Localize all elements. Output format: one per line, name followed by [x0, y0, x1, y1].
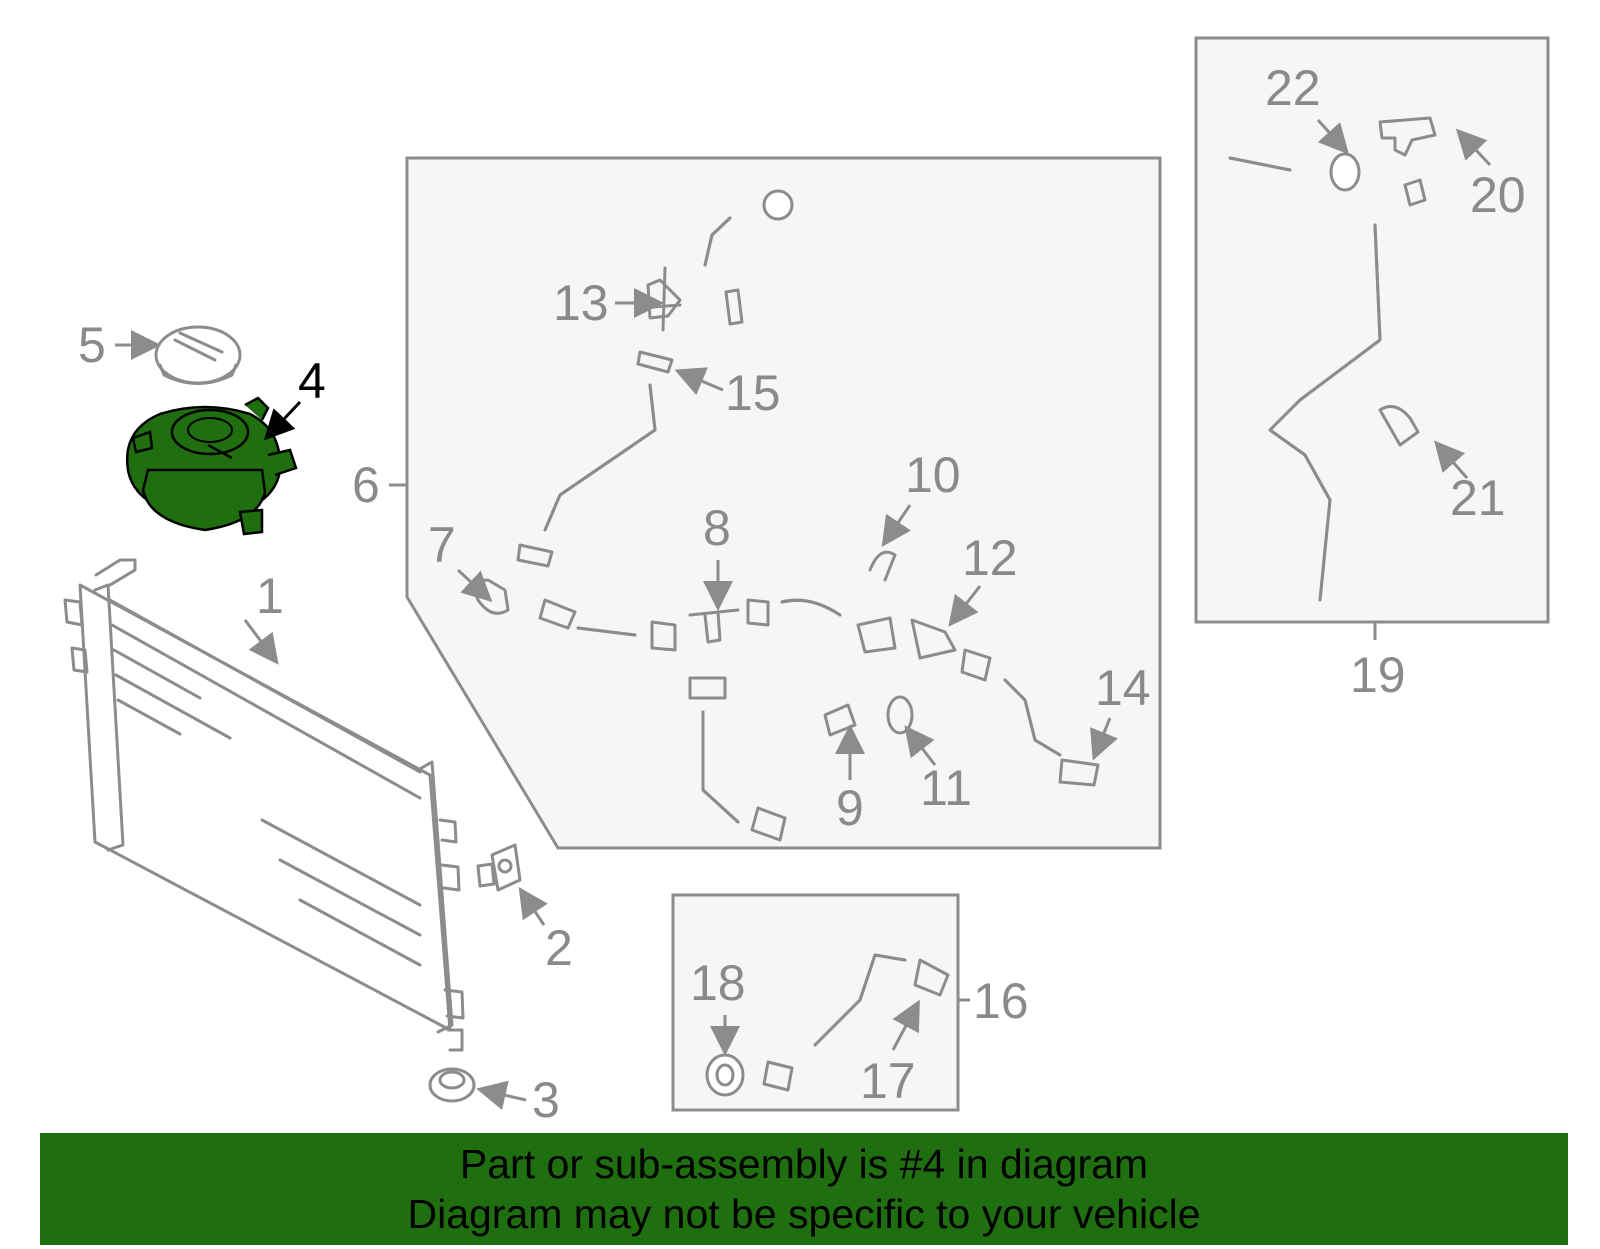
callout-2: 2	[545, 920, 573, 976]
hose-kit-box-19	[1194, 36, 1550, 624]
leader-arrows	[115, 118, 1492, 1110]
callout-5: 5	[78, 317, 106, 373]
callout-18: 18	[690, 955, 746, 1011]
callout-8: 8	[703, 500, 731, 556]
callout-1: 1	[256, 568, 284, 624]
callout-11: 11	[920, 760, 972, 816]
callout-19: 19	[1350, 647, 1406, 703]
hose-assembly-parts-19	[1228, 116, 1437, 602]
callout-9: 9	[836, 780, 864, 836]
banner-line-1: Part or sub-assembly is #4 in diagram	[459, 1141, 1149, 1187]
callout-17: 17	[860, 1053, 916, 1109]
callout-22: 22	[1265, 60, 1321, 116]
banner-line-2: Diagram may not be specific to your vehi…	[407, 1191, 1201, 1237]
info-banner: Part or sub-assembly is #4 in diagram Di…	[40, 1133, 1568, 1245]
callout-21: 21	[1450, 470, 1506, 526]
callout-7: 7	[428, 517, 456, 573]
reservoir-cap-part-5[interactable]	[154, 325, 242, 385]
callout-6: 6	[352, 457, 380, 513]
callout-20: 20	[1470, 167, 1526, 223]
callout-15: 15	[725, 365, 781, 421]
callout-14: 14	[1095, 660, 1151, 716]
hose-assembly-parts-6	[474, 189, 1100, 842]
callout-3: 3	[532, 1072, 560, 1128]
callout-13: 13	[553, 275, 609, 331]
callout-16: 16	[973, 973, 1029, 1029]
radiator-part-1[interactable]	[63, 558, 465, 1052]
bracket-part-2[interactable]	[476, 843, 522, 892]
coolant-reservoir-part-4[interactable]	[125, 396, 298, 536]
hose-assembly-parts-16	[705, 953, 950, 1097]
callout-12: 12	[962, 530, 1018, 586]
callout-4: 4	[298, 353, 326, 409]
grommet-part-3[interactable]	[428, 1067, 476, 1103]
callout-10: 10	[905, 447, 961, 503]
hose-kit-box-6	[405, 156, 1162, 850]
